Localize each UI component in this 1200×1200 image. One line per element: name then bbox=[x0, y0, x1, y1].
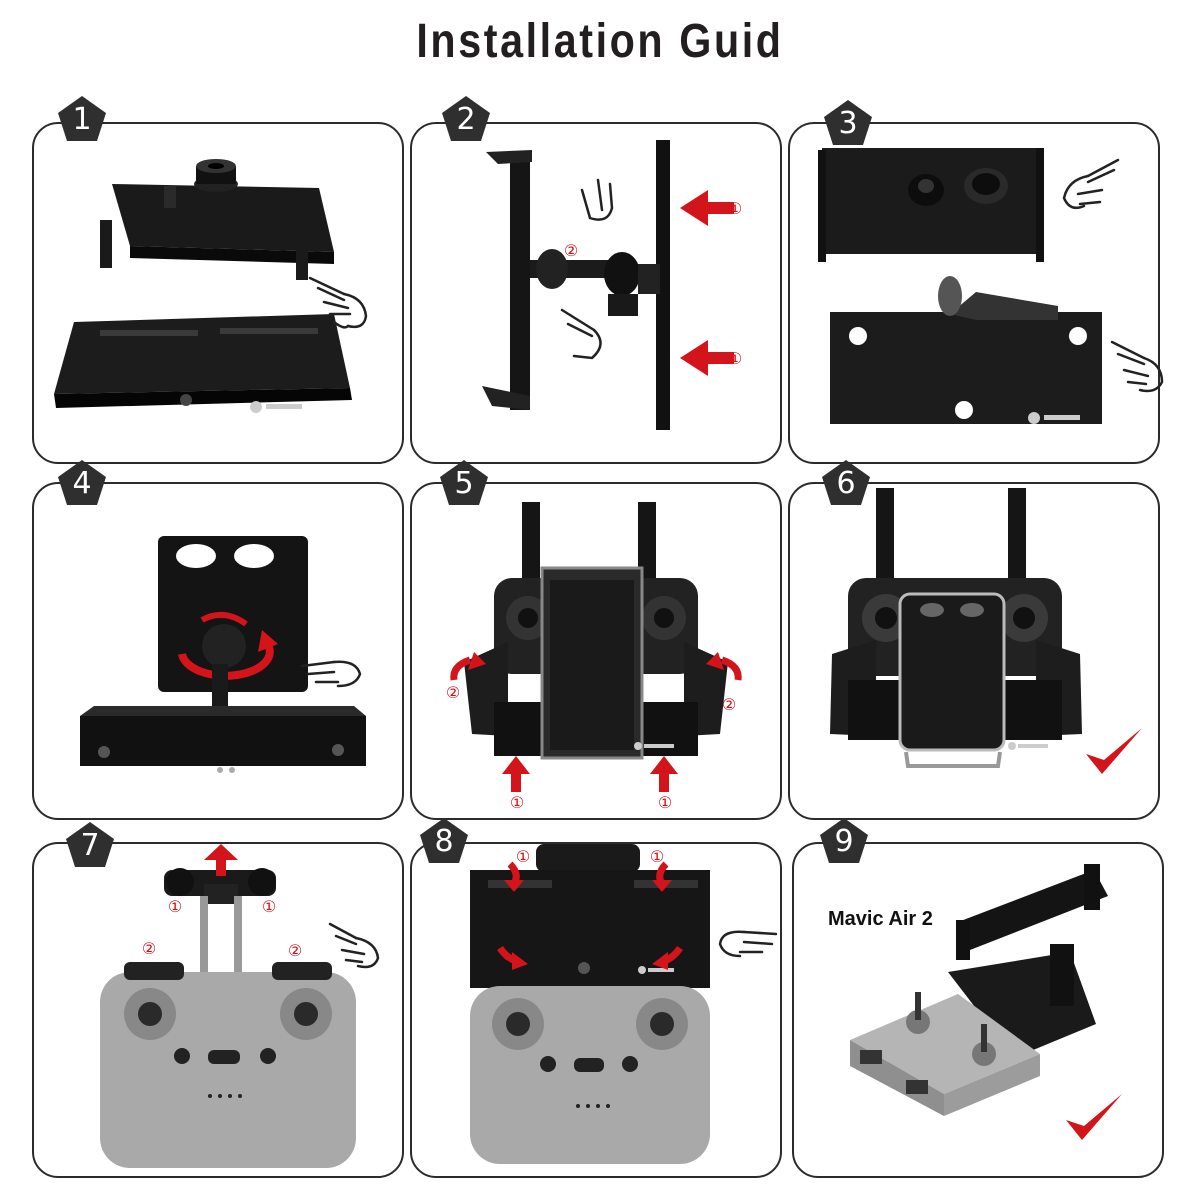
pointing-hand-icon bbox=[298, 652, 368, 692]
step-badge: 8 bbox=[418, 816, 470, 866]
pointing-hand-icon bbox=[326, 914, 386, 974]
step-panel-2: ① ② ① bbox=[410, 122, 782, 464]
step-8-illustration bbox=[412, 844, 784, 1180]
pointing-hand-icon bbox=[1058, 150, 1128, 220]
step-panel-5: ② ② ① ① bbox=[410, 482, 782, 820]
step-panel-4 bbox=[32, 482, 404, 820]
step-badge: 9 bbox=[818, 816, 870, 866]
step-badge: 2 bbox=[440, 94, 492, 144]
check-mark-icon bbox=[1062, 1090, 1126, 1146]
step-badge: 7 bbox=[64, 820, 116, 870]
step-panel-3 bbox=[788, 122, 1164, 466]
step-3-illustration bbox=[790, 124, 1162, 466]
model-label: Mavic Air 2 bbox=[828, 908, 933, 930]
step-5-illustration bbox=[412, 484, 784, 822]
step-7-illustration bbox=[34, 844, 406, 1180]
step-badge: 1 bbox=[56, 94, 108, 144]
callout-1-left: ① bbox=[167, 897, 183, 916]
callout-1-left: ① bbox=[509, 793, 525, 812]
callout-1-right: ① bbox=[261, 897, 277, 916]
pointing-hand-icon bbox=[304, 264, 374, 334]
rotate-arrow-icon bbox=[174, 624, 175, 625]
callout-1-right: ① bbox=[649, 847, 665, 866]
step-badge: 6 bbox=[820, 458, 872, 508]
callout-1a: ① bbox=[727, 199, 743, 218]
step-4-illustration bbox=[34, 484, 406, 822]
step-panel-9: Mavic Air 2 bbox=[792, 842, 1164, 1178]
callout-1-left: ① bbox=[515, 847, 531, 866]
step-badge: 5 bbox=[438, 458, 490, 508]
step-6-illustration bbox=[790, 484, 1162, 822]
callout-2-left: ② bbox=[141, 939, 157, 958]
step-9-illustration bbox=[794, 844, 1166, 1180]
page-title: Installation Guid bbox=[416, 15, 784, 68]
pointing-hand-icon bbox=[716, 922, 780, 962]
step-1-illustration bbox=[34, 124, 406, 466]
step-2-illustration bbox=[412, 124, 784, 466]
callout-2-right: ② bbox=[287, 941, 303, 960]
step-panel-1 bbox=[32, 122, 404, 464]
callout-2: ② bbox=[563, 241, 579, 260]
step-panel-6 bbox=[788, 482, 1160, 820]
callout-2-right: ② bbox=[721, 695, 737, 714]
callout-1-right: ① bbox=[657, 793, 673, 812]
pointing-hand-icon bbox=[1108, 330, 1168, 400]
step-panel-8: ① ① bbox=[410, 842, 782, 1178]
step-badge: 3 bbox=[822, 98, 874, 148]
callout-2-left: ② bbox=[445, 683, 461, 702]
step-panel-7: ① ① ② ② bbox=[32, 842, 404, 1178]
step-badge: 4 bbox=[56, 458, 108, 508]
check-mark-icon bbox=[1082, 724, 1146, 780]
callout-1b: ① bbox=[727, 349, 743, 368]
